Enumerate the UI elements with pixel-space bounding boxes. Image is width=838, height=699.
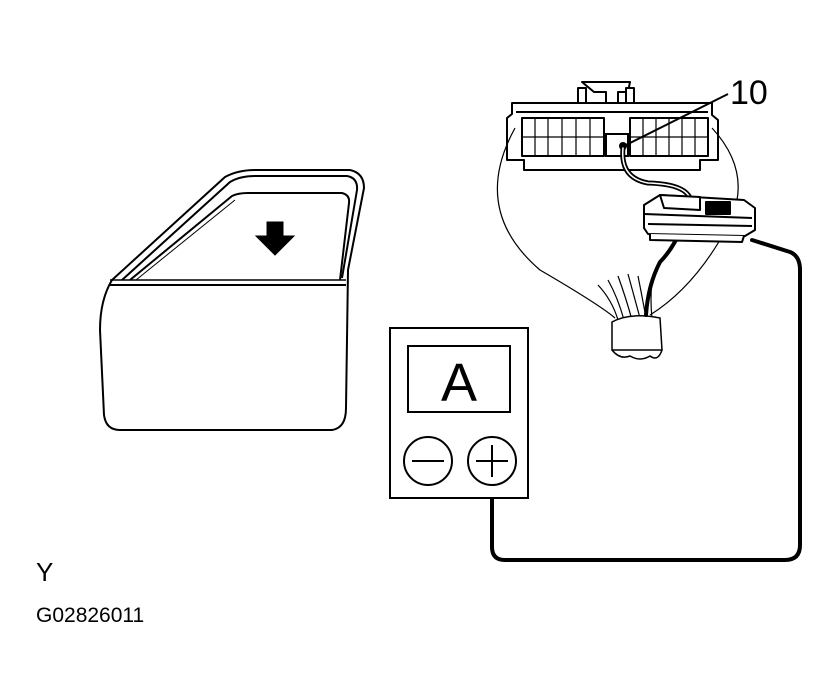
wire-bundle (611, 315, 663, 351)
view-label: Y (36, 557, 53, 587)
probe-clip (643, 194, 756, 243)
car-door (99, 169, 365, 431)
pin-label-leader (623, 93, 729, 147)
door-window-inner (135, 199, 236, 281)
door-window-glass (129, 192, 351, 281)
door-window-frame (121, 175, 359, 281)
door-outer-outline (99, 169, 365, 431)
plus-icon (476, 445, 508, 477)
figure-code: G02826011 (36, 604, 144, 627)
ammeter-display (407, 345, 511, 413)
ammeter: A (389, 327, 529, 499)
pin-label: 10 (730, 74, 768, 112)
down-arrow-icon (254, 221, 296, 256)
connector-housing (506, 102, 719, 171)
wire-harness (496, 127, 739, 321)
ammeter-display-symbol: A (441, 353, 477, 413)
